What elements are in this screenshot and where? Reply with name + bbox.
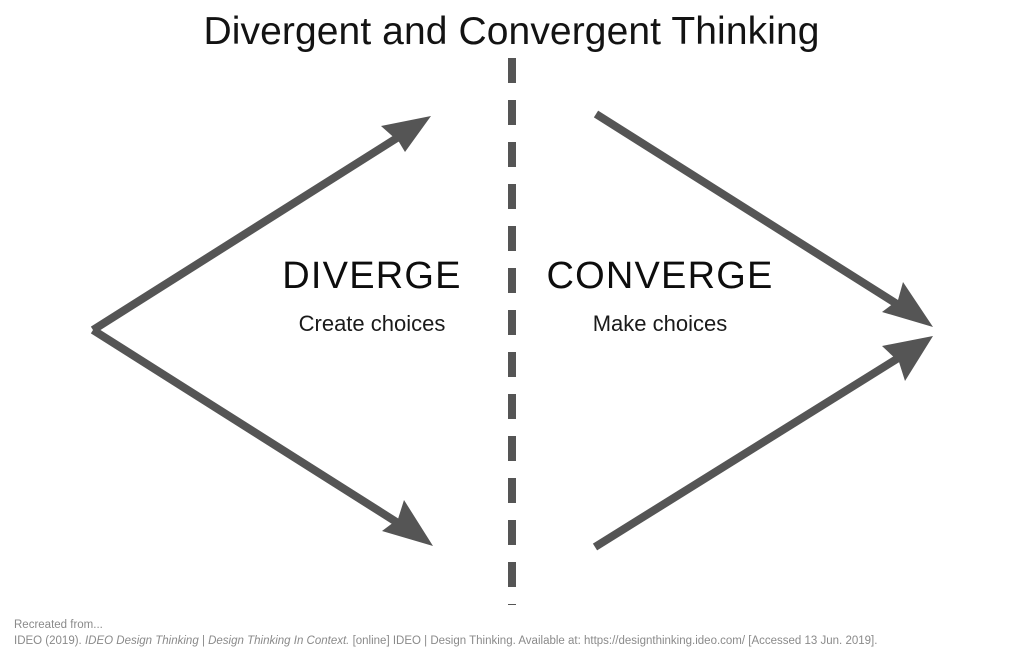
footer-citation: Recreated from... IDEO (2019). IDEO Desi… [14,618,1014,649]
converge-arrow-upper [593,110,933,327]
citation-suffix: [online] IDEO | Design Thinking. Availab… [349,634,878,647]
citation-italic-title: IDEO Design Thinking | Design Thinking I… [84,634,350,647]
converge-arrow-lower [592,336,933,551]
phase-label-diverge: DIVERGE Create choices [222,254,522,339]
citation-line: IDEO (2019). IDEO Design Thinking | Desi… [14,634,1014,650]
citation-prefix: IDEO (2019). [14,634,85,647]
page-title: Divergent and Convergent Thinking [203,10,820,53]
diverge-subtitle: Create choices [298,311,446,336]
recreated-from-label: Recreated from... [14,619,103,631]
converge-subtitle: Make choices [592,311,728,336]
diverge-arrow-up [90,116,431,334]
phase-label-converge: CONVERGE Make choices [505,254,815,339]
diverge-arrow-down [90,326,433,546]
converge-title: CONVERGE [546,255,774,297]
diverge-title: DIVERGE [282,255,462,297]
